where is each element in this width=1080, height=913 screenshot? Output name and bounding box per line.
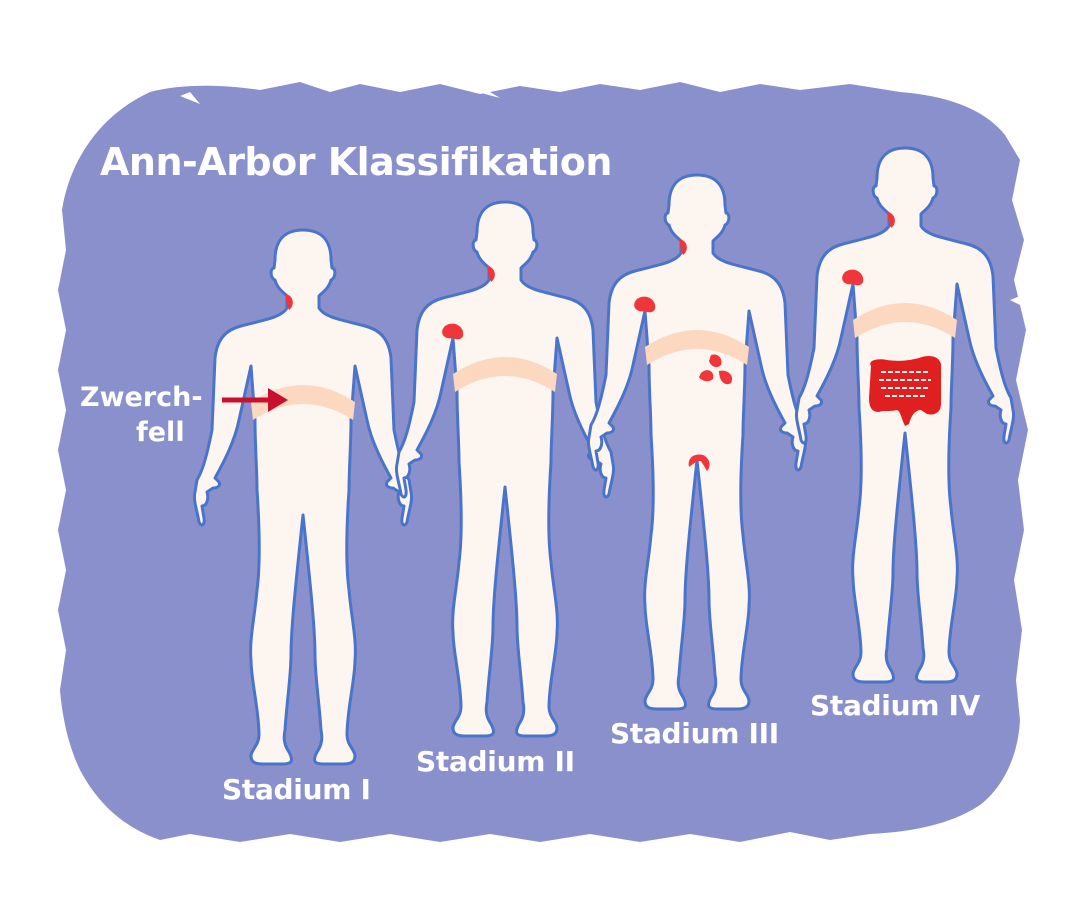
diaphragm-label-line1: Zwerch- [80,382,203,413]
figure-stadium-3 [586,173,808,711]
stage-label-2: Stadium II [416,745,575,778]
diagram-title: Ann-Arbor Klassifikation [100,140,612,184]
arrow-head-icon [268,388,288,412]
stage-label-1: Stadium I [222,773,371,806]
intestine-marker [869,356,941,426]
diaphragm-arrow [222,388,288,412]
figure-stadium-4 [794,146,1016,684]
stage-label-3: Stadium III [610,717,779,750]
diaphragm-label-line2: fell [136,417,185,448]
groin-lymph-node-marker [688,454,710,471]
spleen-marker [699,354,733,385]
stage-label-4: Stadium IV [810,689,981,722]
